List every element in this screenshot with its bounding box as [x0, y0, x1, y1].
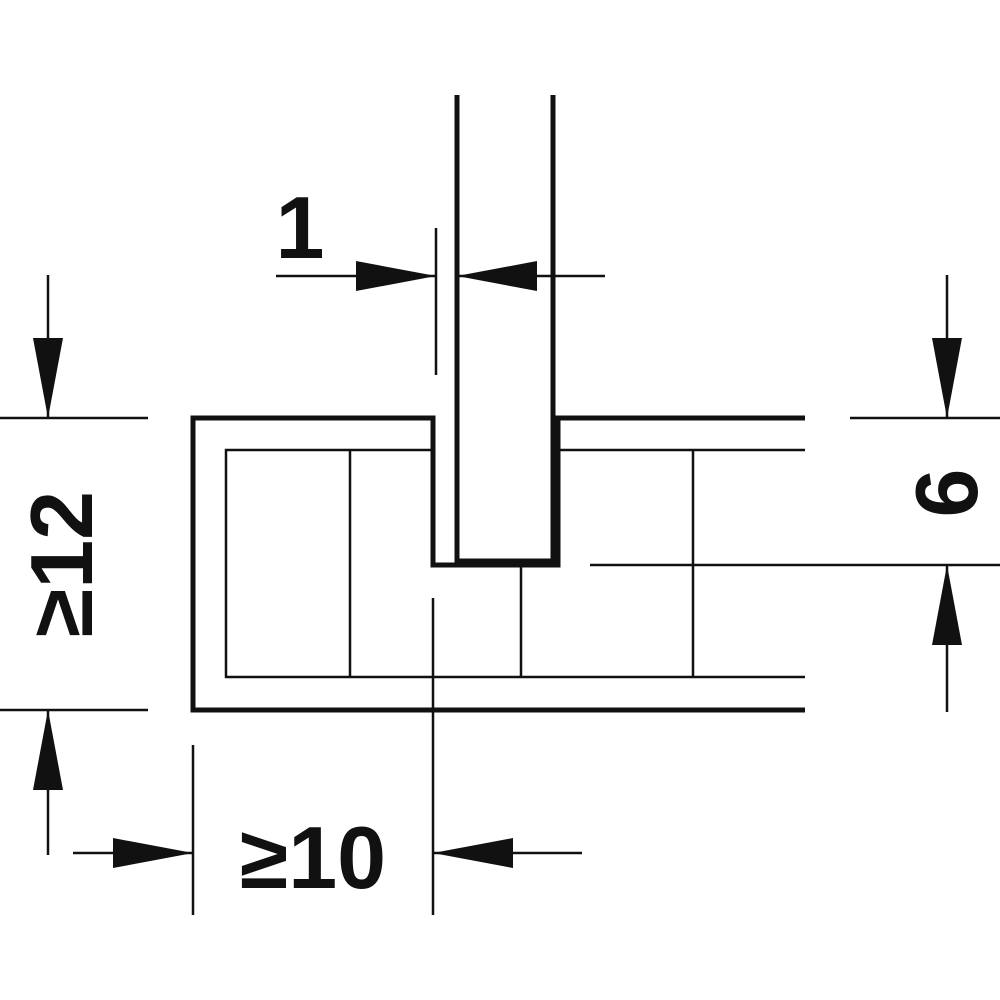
gap-width-label: 1	[276, 178, 325, 277]
profile-outline	[190, 95, 805, 713]
dimension-depth	[805, 275, 1000, 712]
dimension-min-edge-distance	[73, 598, 582, 915]
min-height-label: ≥12	[12, 491, 111, 637]
dimension-min-height	[0, 275, 148, 855]
profile-inner-lines	[224, 448, 805, 679]
min-edge-distance-label: ≥10	[240, 808, 386, 907]
depth-label: 6	[897, 469, 996, 518]
dimension-gap-width	[276, 228, 605, 375]
